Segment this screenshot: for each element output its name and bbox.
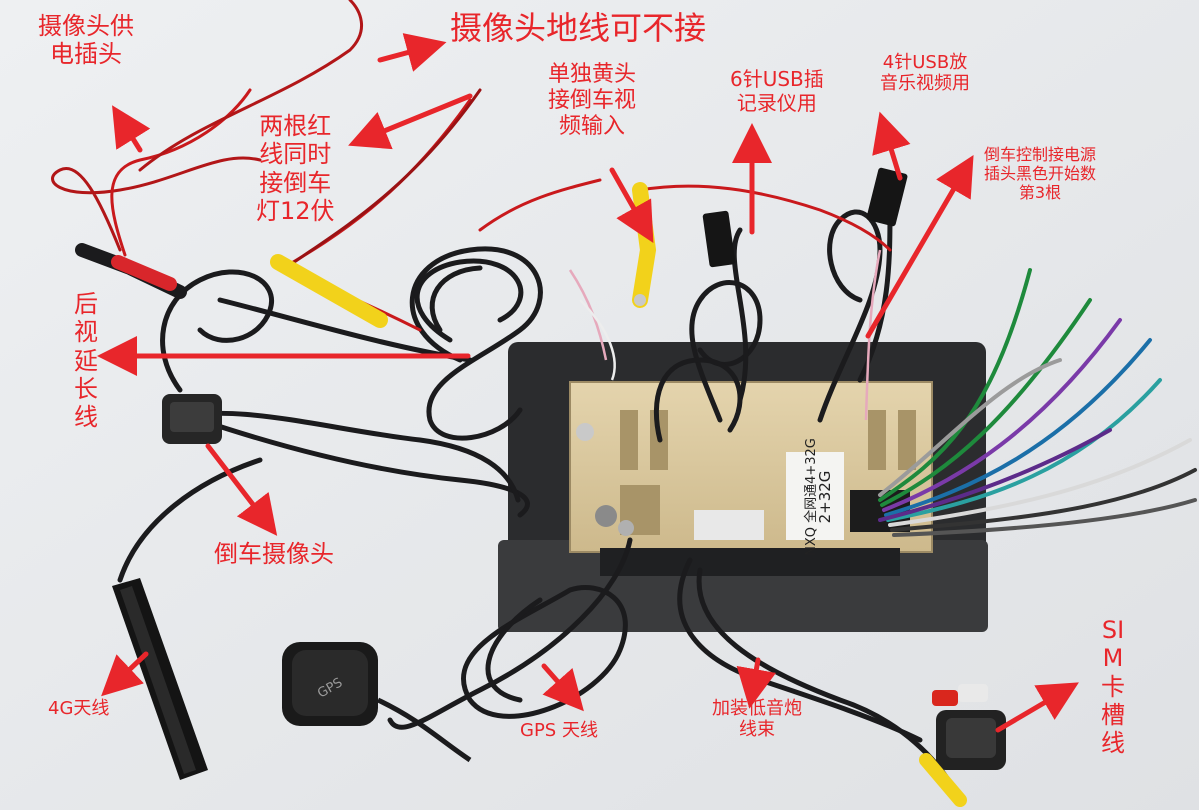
label-sim-char: 线 xyxy=(1101,729,1125,758)
label-two-red-wires: 两根红 线同时 接倒车 灯12伏 xyxy=(256,112,335,225)
label-rear-extension-char: 长 xyxy=(74,374,98,403)
label-subwoofer: 加装低音炮 线束 xyxy=(712,698,802,741)
label-sim: SI M 卡 槽 线 xyxy=(1090,616,1136,758)
label-rear-extension-char: 视 xyxy=(74,318,98,347)
camera-power-plug xyxy=(75,243,187,299)
sim-and-rca xyxy=(919,684,1006,807)
black-cables xyxy=(117,207,963,803)
label-reverse-camera: 倒车摄像头 xyxy=(214,540,334,568)
label-rear-extension-char: 线 xyxy=(74,403,98,432)
label-gps-antenna: GPS 天线 xyxy=(520,720,598,741)
label-sim-char: SI xyxy=(1101,616,1125,644)
wiring-harness xyxy=(878,268,1197,537)
sticker-text: NXQ 全网通4+32G xyxy=(803,438,819,556)
label-sim-char: M xyxy=(1102,644,1124,673)
label-rear-extension-char: 延 xyxy=(74,346,98,375)
label-rear-extension: 后 视 延 长 线 xyxy=(70,290,102,432)
sticker-text-2: 2+32G xyxy=(816,471,834,524)
model-sticker: NXQ 全网通4+32G 2+32G xyxy=(786,438,844,556)
label-yellow-rca: 单独黄头 接倒车视 频输入 xyxy=(548,62,637,139)
label-usb6: 6针USB插 记录仪用 xyxy=(730,67,824,115)
gps-antenna-puck: GPS xyxy=(282,642,472,763)
label-reverse-power: 倒车控制接电源 插头黑色开始数 第3根 xyxy=(984,145,1097,202)
4g-antenna-body xyxy=(112,578,208,780)
label-rear-extension-char: 后 xyxy=(74,290,98,318)
label-usb4: 4针USB放 音乐视频用 xyxy=(880,52,970,95)
label-camera-power: 摄像头供 电插头 xyxy=(38,12,134,69)
label-camera-ground: 摄像头地线可不接 xyxy=(450,9,707,47)
label-4g-antenna: 4G天线 xyxy=(48,698,110,719)
label-sim-char: 槽 xyxy=(1101,700,1125,729)
reverse-camera-body xyxy=(162,394,222,444)
label-sim-char: 卡 xyxy=(1101,672,1125,701)
